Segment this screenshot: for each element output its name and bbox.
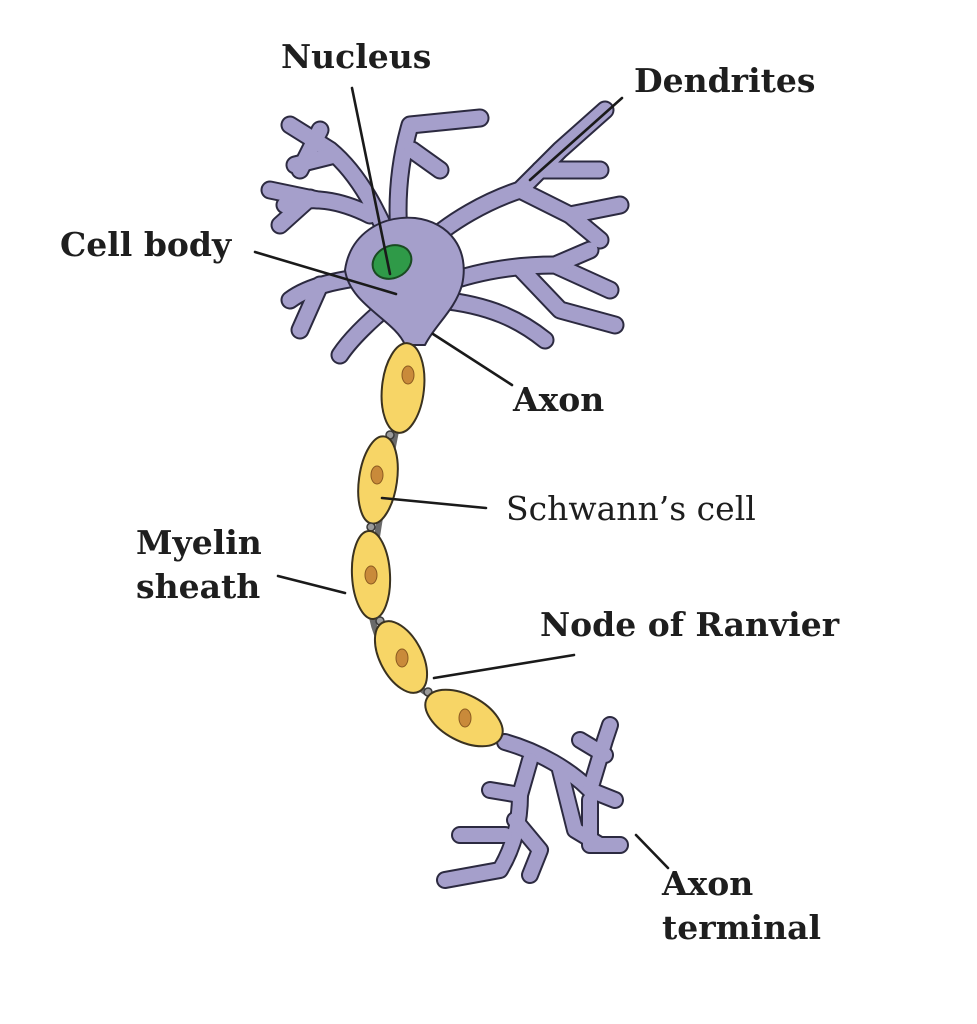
label-nucleus: Nucleus: [281, 37, 431, 76]
label-axon: Axon: [512, 380, 604, 419]
label-dendrites: Dendrites: [634, 61, 815, 100]
leader-lines: [253, 86, 670, 870]
leader-cell-body: [253, 250, 398, 296]
label-node-of-ranvier: Node of Ranvier: [540, 605, 840, 644]
label-myelin-line2: sheath: [136, 567, 260, 606]
leader-nucleus: [350, 86, 392, 276]
leader-axon-terminal: [634, 833, 670, 870]
schwann-cell-segment: [350, 530, 392, 620]
label-myelin-line1: Myelin: [136, 523, 262, 562]
label-schwann-cell: Schwann’s cell: [506, 489, 756, 528]
node-of-ranvier: [366, 522, 376, 532]
leader-axon: [431, 332, 514, 387]
leader-myelin-sheath: [276, 574, 347, 595]
label-axon-terminal-line1: Axon: [661, 864, 753, 903]
leader-schwann-cell: [380, 496, 488, 510]
label-axon-terminal-line2: terminal: [662, 908, 821, 947]
cell-body-soma: [344, 216, 465, 346]
leader-node-of-ranvier: [432, 653, 576, 680]
schwann-cell-segment: [373, 620, 429, 694]
schwann-cell-segment: [424, 688, 504, 748]
label-cell-body: Cell body: [60, 225, 232, 264]
leader-dendrites: [528, 96, 624, 182]
axon-terminal: [436, 716, 629, 889]
schwann-cell-segment: [357, 435, 399, 525]
schwann-cell-segment: [380, 342, 426, 434]
labels: Nucleus Dendrites Cell body Axon Schwann…: [60, 37, 840, 947]
myelin-sheath: [350, 342, 504, 748]
